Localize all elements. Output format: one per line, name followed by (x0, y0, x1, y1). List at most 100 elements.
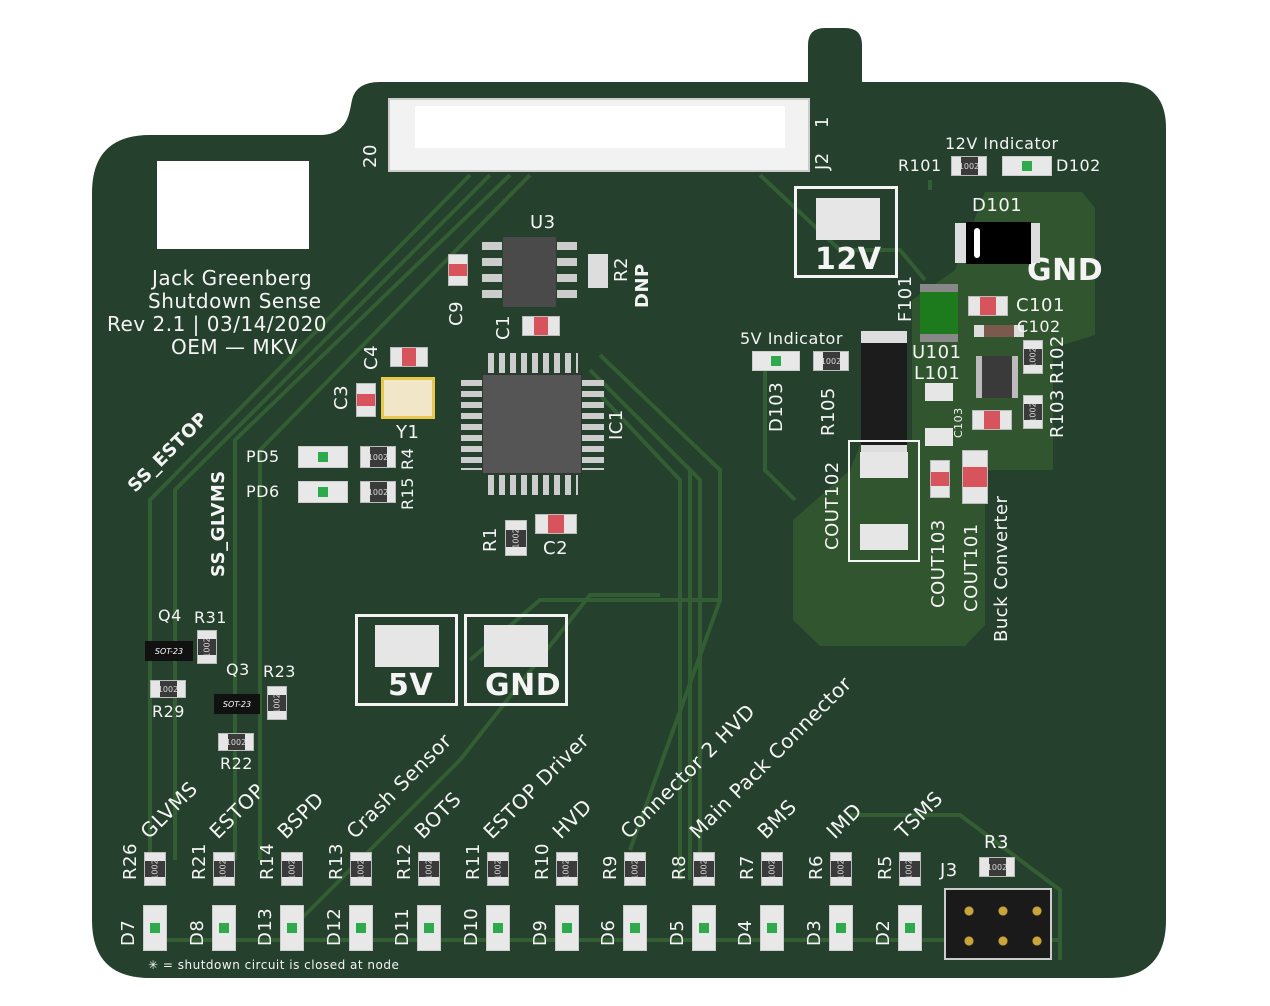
buck-converter-label: Buck Converter (991, 495, 1012, 642)
resistor-marking: 1002 (556, 859, 577, 879)
j3-ref: J3 (940, 860, 958, 881)
node-resistor-ref: R9 (600, 855, 622, 880)
project-name: Shutdown Sense (148, 289, 322, 313)
resistor-marking: 1002 (368, 482, 388, 502)
u101-ref: U101 (912, 342, 962, 363)
node-resistor-ref: R14 (257, 843, 279, 880)
indicator-12v-label: 12V Indicator (945, 134, 1059, 153)
node-resistor: 1002 (898, 852, 921, 886)
q3-transistor: SOT-23 (214, 694, 260, 714)
resistor-marking: 1002 (198, 637, 216, 657)
r22-ref: R22 (220, 754, 253, 773)
pad-gnd[interactable]: GND (464, 614, 568, 706)
r102-ref: R102 (1047, 335, 1068, 384)
r31-ref: R31 (194, 608, 227, 627)
l101-ref: L101 (914, 363, 961, 384)
j2-housing (415, 106, 785, 148)
ss-glvms-label: SS_GLVMS (208, 470, 229, 577)
c103-ref: C103 (952, 407, 965, 438)
resistor-marking: 1002 (1024, 402, 1042, 422)
cout102-capacitor (848, 440, 920, 562)
node-led (486, 905, 510, 951)
r22-resistor: 1002 (218, 733, 254, 751)
c2-capacitor (535, 514, 577, 534)
node-led-ref: D12 (323, 907, 345, 946)
d103-led (752, 351, 800, 371)
author-name: Jack Greenberg (152, 266, 313, 290)
node-led (348, 905, 373, 951)
resistor-marking: 1002 (821, 352, 841, 370)
r4-ref: R4 (398, 447, 417, 470)
node-led-ref: D6 (598, 919, 620, 946)
node-resistor-ref: R8 (668, 855, 690, 880)
resistor-marking: 1002 (268, 693, 286, 713)
pd6-led (298, 481, 348, 503)
pad-12v-label: 12V (815, 242, 882, 277)
d101-diode (966, 222, 1031, 264)
pad-5v[interactable]: 5V (355, 614, 458, 706)
l101-pad-2 (925, 428, 953, 446)
r29-resistor: 1002 (150, 680, 186, 698)
node-resistor-ref: R10 (531, 843, 553, 880)
r102-resistor: 1002 (1023, 340, 1043, 374)
r1-ref: R1 (480, 527, 501, 552)
node-resistor: 1002 (418, 852, 441, 886)
node-resistor-ref: R12 (394, 843, 416, 880)
resistor-marking: 1002 (959, 157, 979, 175)
d102-led (1002, 156, 1052, 176)
ic1-chip (482, 374, 582, 474)
ic1-pins-bottom (488, 475, 578, 495)
d101-ref: D101 (972, 195, 1023, 216)
r4-resistor: 1002 (360, 446, 396, 468)
r101-resistor: 1002 (951, 156, 987, 176)
l101-inductor (861, 331, 907, 457)
node-resistor-ref: R5 (874, 855, 896, 880)
u101-chip (976, 356, 1018, 398)
j2-ref: J2 (812, 152, 833, 170)
y1-crystal (381, 377, 435, 419)
c1-capacitor (522, 316, 560, 336)
d102-ref: D102 (1056, 156, 1101, 175)
resistor-marking: 1002 (987, 858, 1007, 876)
y1-ref: Y1 (396, 422, 420, 443)
r15-ref: R15 (398, 477, 417, 510)
node-resistor-ref: R21 (188, 843, 210, 880)
node-led (691, 905, 716, 951)
node-led-ref: D5 (666, 919, 688, 946)
node-resistor: 1002 (144, 852, 166, 886)
u3-ref: U3 (530, 212, 556, 233)
team: OEM — MKV (171, 335, 298, 359)
ic1-pins-right (582, 380, 604, 470)
node-led (417, 905, 442, 951)
c101-capacitor (968, 296, 1008, 316)
d103-ref: D103 (766, 381, 787, 432)
revision: Rev 2.1 | 03/14/2020 (107, 312, 328, 336)
r105-ref: R105 (818, 387, 839, 436)
r103-ref: R103 (1047, 389, 1068, 438)
legend: ✳ = shutdown circuit is closed at node (148, 959, 399, 971)
node-resistor: 1002 (761, 852, 784, 886)
q4-ref: Q4 (158, 606, 182, 625)
r3-resistor: 1002 (979, 857, 1015, 877)
pad-12v[interactable]: 12V (794, 186, 898, 278)
node-led-ref: D7 (118, 919, 139, 946)
u3-pins-right (557, 242, 577, 302)
node-resistor: 1002 (349, 852, 372, 886)
resistor-marking: 1002 (762, 859, 783, 879)
r105-resistor: 1002 (813, 351, 849, 371)
node-resistor: 1002 (624, 852, 647, 886)
r31-resistor: 1002 (197, 630, 217, 664)
dnp-label: DNP (632, 263, 653, 308)
q4-transistor: SOT-23 (145, 641, 193, 661)
node-resistor: 1002 (692, 852, 715, 886)
node-resistor: 1002 (830, 852, 852, 886)
legend-text: = shutdown circuit is closed at node (162, 958, 400, 972)
resistor-marking: 1002 (158, 681, 178, 697)
resistor-marking: 1002 (1024, 347, 1042, 367)
node-led (211, 905, 236, 951)
c102-ref: C102 (1017, 317, 1061, 336)
j2-pin1-label: 1 (812, 116, 833, 128)
indicator-5v-label: 5V Indicator (740, 329, 843, 348)
node-led (143, 905, 167, 951)
node-led-ref: D13 (255, 907, 277, 946)
